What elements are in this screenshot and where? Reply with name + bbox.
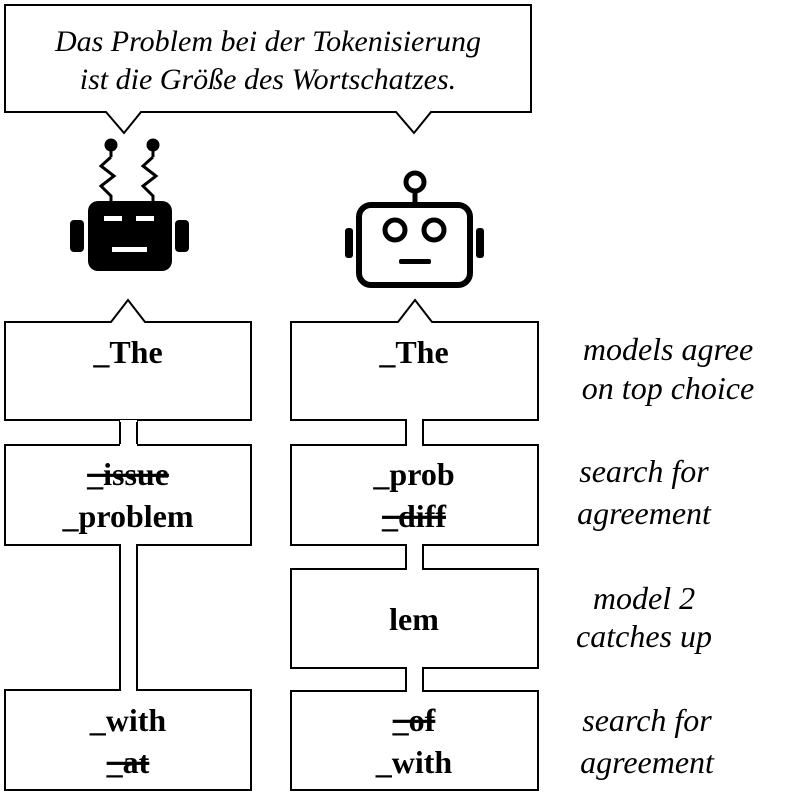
model2-token-prob: _prob <box>372 456 454 492</box>
model2-step1-box <box>290 298 539 421</box>
model1-token-at-rejected: _at <box>106 744 150 780</box>
annotation-3-line-1: model 2 <box>593 580 695 616</box>
model1-column: _The _issue _problem _with _at <box>4 298 252 791</box>
model2-step2-box <box>290 444 539 546</box>
speech-line-1: Das Problem bei der Tokenisierung <box>54 25 481 58</box>
model2-column: _The _prob _diff lem _of _with <box>290 298 539 791</box>
annotation-2-line-1: search for <box>579 453 709 489</box>
annotation-1-line-1: models agree <box>583 331 753 367</box>
model1-token-issue-rejected: _issue <box>86 456 169 492</box>
model2-token-lem: lem <box>389 601 439 637</box>
model2-token-the: _The <box>378 334 448 370</box>
model2-token-diff-rejected: _diff <box>381 498 446 534</box>
annotation-4-line-2: agreement <box>580 744 715 780</box>
model2-step4-box <box>290 690 539 791</box>
model1-token-problem: _problem <box>62 498 194 534</box>
model1-token-with: _with <box>89 702 167 738</box>
annotation-1-line-2: on top choice <box>582 370 754 406</box>
annotation-3-line-2: catches up <box>576 618 712 654</box>
speech-line-2: ist die Größe des Wortschatzes. <box>80 63 456 96</box>
speech-bubble: Das Problem bei der Tokenisierung ist di… <box>4 4 532 135</box>
annotation-2-line-2: agreement <box>577 495 712 531</box>
robot-outline-icon <box>345 170 484 288</box>
model1-step1-box <box>4 298 252 421</box>
annotation-4-line-1: search for <box>582 702 712 738</box>
model2-token-of-rejected: _of <box>392 702 436 738</box>
annotations: models agree on top choice search for ag… <box>576 331 754 780</box>
robot-antennas-icon <box>70 138 189 271</box>
model2-token-with: _with <box>375 744 453 780</box>
model1-step2-3-box <box>4 444 252 791</box>
model1-token-the: _The <box>92 334 162 370</box>
